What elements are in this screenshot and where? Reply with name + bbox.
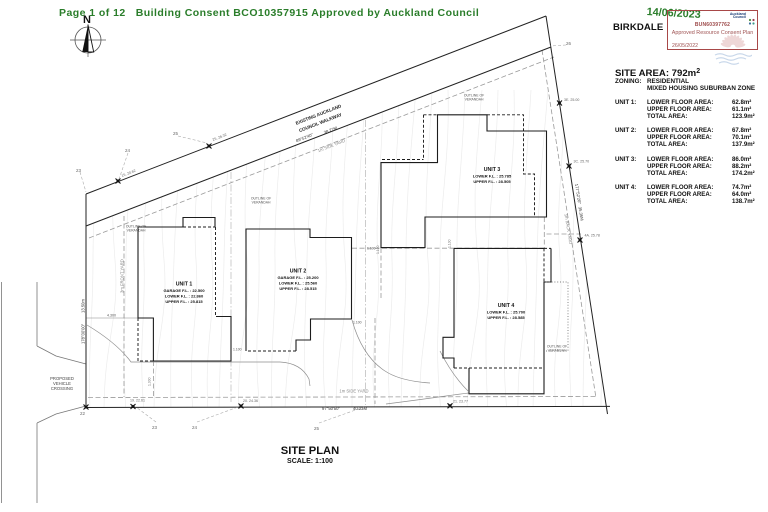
svg-text:20. 24.36: 20. 24.36 <box>243 399 258 403</box>
svg-text:CROSSING: CROSSING <box>51 386 73 391</box>
svg-text:23: 23 <box>76 168 82 173</box>
svg-text:N: N <box>83 14 91 26</box>
svg-text:OUTLINE OF: OUTLINE OF <box>547 345 567 349</box>
svg-text:177°52'20": 177°52'20" <box>574 183 582 204</box>
svg-text:VERANDAH: VERANDAH <box>465 98 484 102</box>
svg-text:UNIT 1: UNIT 1 <box>176 282 193 288</box>
svg-text:UPPER F.L. : 28.585: UPPER F.L. : 28.585 <box>487 315 525 320</box>
svg-text:OUTLINE OF: OUTLINE OF <box>126 225 146 229</box>
svg-text:OUTLINE OF: OUTLINE OF <box>251 197 271 201</box>
svg-text:22: 22 <box>80 411 86 416</box>
svg-text:21. 23.77: 21. 23.77 <box>453 400 468 404</box>
svg-text:178°00'00": 178°00'00" <box>81 323 86 344</box>
svg-text:25. 26.32: 25. 26.32 <box>212 133 227 142</box>
svg-text:15. 20.62: 15. 20.62 <box>121 169 136 178</box>
svg-text:13.50m: 13.50m <box>81 299 86 313</box>
svg-text:1m SIDE YARD: 1m SIDE YARD <box>339 389 368 394</box>
svg-text:89°52'40": 89°52'40" <box>295 132 314 143</box>
svg-text:VERANDAH: VERANDAH <box>127 229 146 233</box>
svg-text:1.000: 1.000 <box>148 377 152 386</box>
svg-text:LOWER F.L. : 25.700: LOWER F.L. : 25.700 <box>487 310 526 315</box>
svg-text:UNIT 4: UNIT 4 <box>498 303 515 309</box>
svg-text:3E. 25.00: 3E. 25.00 <box>564 98 579 102</box>
svg-text:26: 26 <box>566 41 572 46</box>
svg-text:24: 24 <box>125 148 131 153</box>
svg-text:1.100: 1.100 <box>376 245 380 254</box>
svg-text:UPPER F.L. : 28.515: UPPER F.L. : 28.515 <box>279 286 317 291</box>
svg-text:1.100: 1.100 <box>233 348 242 352</box>
svg-text:24: 24 <box>192 425 198 430</box>
svg-text:LOWER F.L. : 25.560: LOWER F.L. : 25.560 <box>279 280 318 285</box>
svg-text:3C. 25.70: 3C. 25.70 <box>574 160 590 164</box>
svg-text:1m BACK YARD: 1m BACK YARD <box>564 213 574 244</box>
svg-text:3m FRONT YARD: 3m FRONT YARD <box>120 259 125 293</box>
svg-text:PROPOSED: PROPOSED <box>50 376 74 381</box>
svg-text:25: 25 <box>173 131 179 136</box>
svg-text:25: 25 <box>314 426 320 431</box>
svg-text:GARAGE F.L. : 25.200: GARAGE F.L. : 25.200 <box>277 275 319 280</box>
svg-text:97°50'50": 97°50'50" <box>322 406 340 411</box>
svg-text:GARAGE F.L. : 22.500: GARAGE F.L. : 22.500 <box>163 288 205 293</box>
svg-text:4.300: 4.300 <box>107 314 116 318</box>
svg-text:38.22M: 38.22M <box>323 125 338 135</box>
svg-text:1.100: 1.100 <box>353 321 362 325</box>
svg-text:35.35M: 35.35M <box>578 206 585 221</box>
svg-text:UPPER F.L. : 25.815: UPPER F.L. : 25.815 <box>165 299 203 304</box>
svg-text:4A. 25.78: 4A. 25.78 <box>585 234 600 238</box>
svg-text:LOWER F.L. : 25.785: LOWER F.L. : 25.785 <box>473 174 512 179</box>
svg-text:VEHICLE: VEHICLE <box>53 381 71 386</box>
svg-text:40.23M: 40.23M <box>353 406 367 411</box>
svg-text:1.100: 1.100 <box>448 239 452 248</box>
svg-text:UPPER F.L. : 28.505: UPPER F.L. : 28.505 <box>473 179 511 184</box>
svg-text:LOWER F.L. : 22.860: LOWER F.L. : 22.860 <box>165 293 204 298</box>
svg-text:19. 22.61: 19. 22.61 <box>130 399 145 403</box>
svg-text:VERANDAH: VERANDAH <box>548 349 567 353</box>
svg-text:1.100: 1.100 <box>367 247 376 251</box>
svg-text:UNIT 2: UNIT 2 <box>290 269 307 275</box>
svg-text:23: 23 <box>152 425 158 430</box>
svg-text:UNIT 3: UNIT 3 <box>484 167 501 173</box>
svg-text:OUTLINE OF: OUTLINE OF <box>464 94 484 98</box>
svg-text:VERANDAH: VERANDAH <box>252 201 271 205</box>
